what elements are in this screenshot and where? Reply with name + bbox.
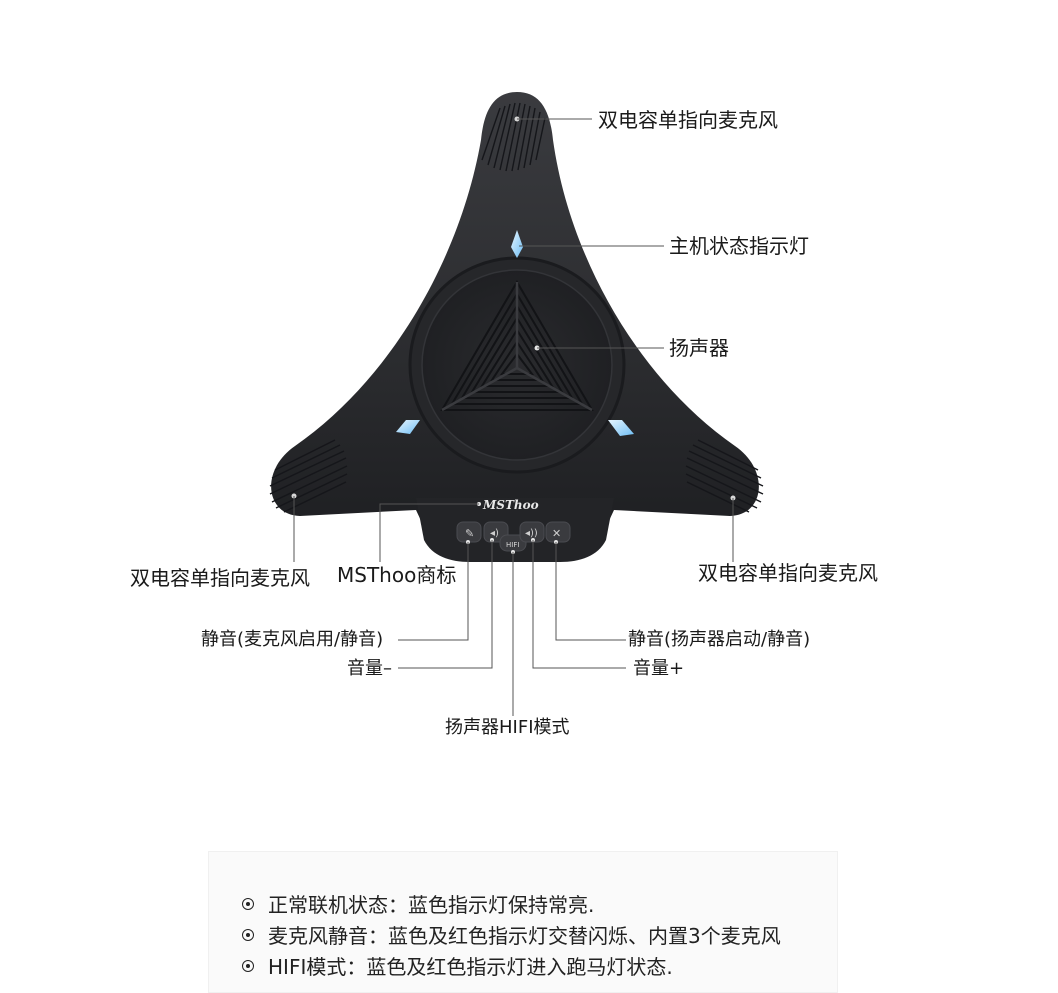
mic-grille-left <box>269 439 348 513</box>
status-led-top <box>511 230 523 258</box>
device-diagram: MSThoo ✎ ◂) HIFI ◂)) ✕ <box>269 92 764 716</box>
speaker-mute-icon: ✕ <box>552 527 561 540</box>
callout-lines <box>293 118 734 716</box>
leader-mute-speaker <box>555 542 626 641</box>
conference-speakerphone: MSThoo ✎ ◂) HIFI ◂)) ✕ <box>269 92 764 562</box>
mic-grille-right <box>685 439 764 513</box>
status-led-right <box>608 420 634 436</box>
mic-grille-top <box>481 102 546 172</box>
label-status-light: 主机状态指示灯 <box>669 234 809 258</box>
leader-vol-up <box>532 540 626 669</box>
label-vol-down: 音量– <box>347 658 392 679</box>
label-vol-up: 音量+ <box>633 658 685 679</box>
note-text: 正常联机状态：蓝色指示灯保持常亮. <box>268 893 595 917</box>
label-hifi: 扬声器HIFI模式 <box>445 717 570 738</box>
speaker-grille <box>440 280 594 412</box>
mic-mute-icon: ✎ <box>465 527 474 540</box>
hifi-button-label: HIFI <box>506 541 519 549</box>
bullet-icon <box>242 929 254 941</box>
volume-down-icon: ◂) <box>490 528 499 539</box>
volume-up-icon: ◂)) <box>525 528 538 539</box>
notes-panel: 正常联机状态：蓝色指示灯保持常亮. 麦克风静音：蓝色及红色指示灯交替闪烁、内置3… <box>208 851 838 993</box>
label-mute-speaker: 静音(扬声器启动/静音) <box>628 629 811 650</box>
status-led-left <box>396 420 420 434</box>
bullet-icon <box>242 960 254 972</box>
label-logo: MSThoo商标 <box>337 563 457 587</box>
volume-up-button[interactable] <box>519 521 545 543</box>
leader-logo <box>379 503 479 562</box>
label-mic-top: 双电容单指向麦克风 <box>598 108 778 132</box>
control-buttons: ✎ ◂) HIFI ◂)) ✕ <box>456 521 571 554</box>
label-mute-mic: 静音(麦克风启用/静音) <box>201 629 384 650</box>
leader-vol-down <box>398 540 493 669</box>
leader-mute-mic <box>398 542 469 641</box>
bullet-icon <box>242 898 254 910</box>
label-mic-left: 双电容单指向麦克风 <box>130 566 310 590</box>
brand-logo: MSThoo <box>482 498 539 512</box>
note-text: 麦克风静音：蓝色及红色指示灯交替闪烁、内置3个麦克风 <box>268 924 781 948</box>
label-speaker: 扬声器 <box>669 336 729 360</box>
device-front-panel <box>416 498 614 562</box>
label-mic-right: 双电容单指向麦克风 <box>698 561 878 585</box>
note-text: HIFI模式：蓝色及红色指示灯进入跑马灯状态. <box>268 955 673 979</box>
